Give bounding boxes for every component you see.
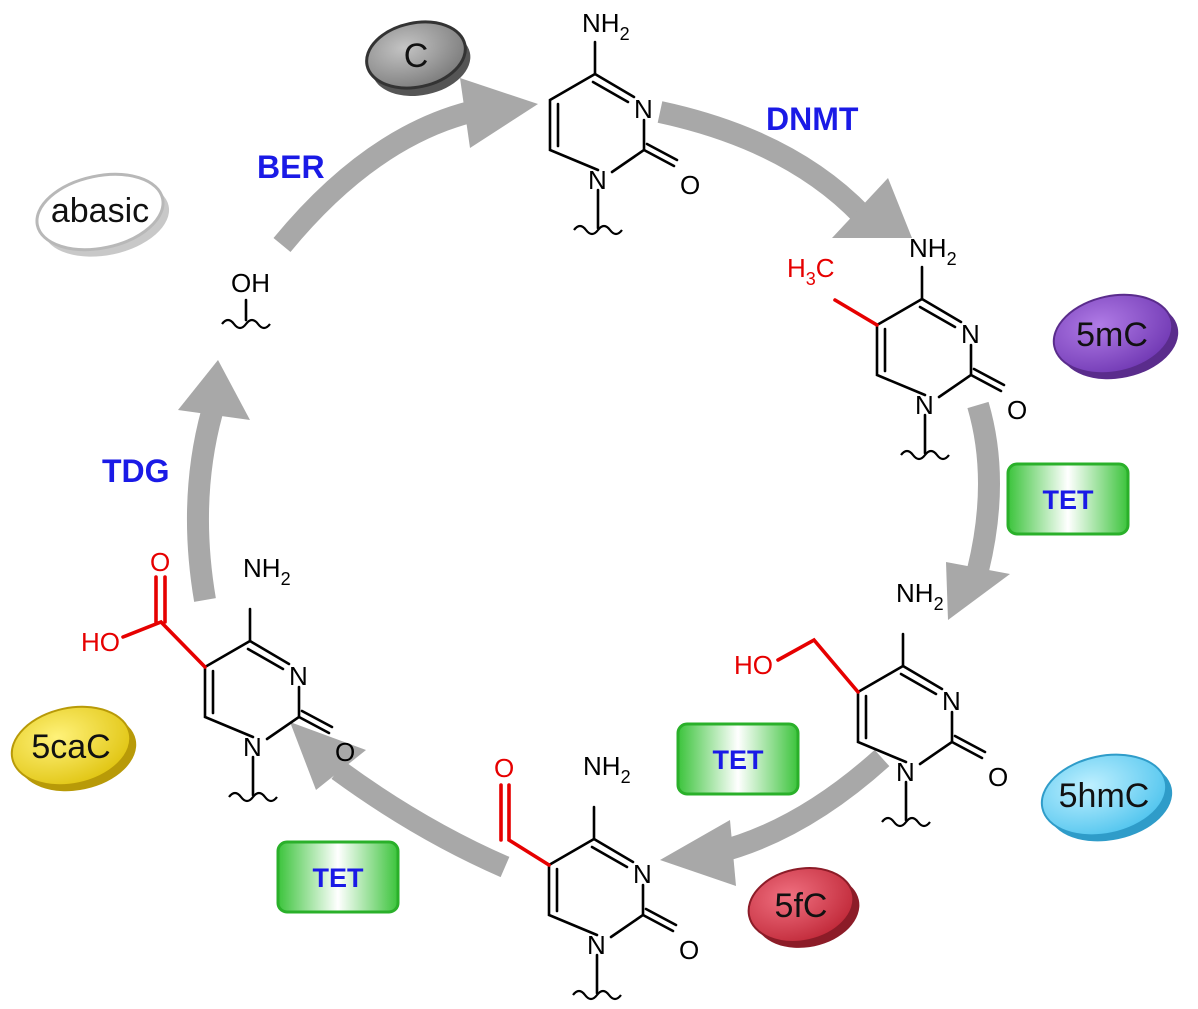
atom-label: H bbox=[787, 253, 806, 283]
atom-subscript: 2 bbox=[621, 767, 631, 787]
atom-label: NH bbox=[896, 578, 934, 608]
atom-label: O bbox=[679, 935, 699, 965]
structure-5cac: N N O NH2 HO O bbox=[81, 547, 355, 803]
tet-label: TET bbox=[313, 863, 365, 893]
svg-text:H3C: H3C bbox=[787, 253, 835, 289]
pill-label-5mc: 5mC bbox=[1076, 316, 1148, 354]
atom-label: NH bbox=[583, 751, 621, 781]
tet-label: TET bbox=[1043, 485, 1095, 515]
atom-label: O bbox=[988, 762, 1008, 792]
pill-5cac: 5caC bbox=[10, 705, 137, 792]
atom-subscript: 2 bbox=[934, 594, 944, 614]
atom-label: O bbox=[335, 737, 355, 767]
tet-box-5fc-to-5cac: TET bbox=[276, 840, 400, 914]
atom-label: NH bbox=[243, 553, 281, 583]
pill-abasic: abasic bbox=[35, 172, 170, 257]
arrow-ber-to-c bbox=[273, 78, 538, 252]
enzyme-label-dnmt: DNMT bbox=[766, 101, 859, 137]
atom-subscript: 3 bbox=[806, 269, 816, 289]
atom-label: N bbox=[243, 732, 262, 762]
structure-5mc: N N O NH2 H3C bbox=[787, 233, 1027, 461]
atom-label: O bbox=[680, 170, 700, 200]
enzyme-label-tdg: TDG bbox=[102, 453, 170, 489]
atom-subscript: 2 bbox=[620, 24, 630, 44]
atom-label: O bbox=[150, 547, 170, 577]
atom-label: N bbox=[588, 165, 607, 195]
arrow-tet-5hmc-to-5fc bbox=[660, 749, 890, 886]
atom-label: N bbox=[587, 930, 606, 960]
structure-abasic-site: OH bbox=[221, 268, 271, 330]
atom-label: N bbox=[961, 319, 980, 349]
svg-text:NH2: NH2 bbox=[583, 751, 631, 787]
svg-text:NH2: NH2 bbox=[582, 8, 630, 44]
tet-box-5mc-to-5hmc: TET bbox=[1006, 462, 1130, 536]
arrow-dnmt bbox=[657, 101, 912, 238]
structure-5fc: N N O NH2 O bbox=[494, 751, 699, 1001]
pill-label-abasic: abasic bbox=[51, 192, 149, 230]
enzyme-label-ber: BER bbox=[257, 149, 325, 185]
svg-text:NH2: NH2 bbox=[909, 233, 957, 269]
pill-5hmc: 5hmC bbox=[1040, 753, 1173, 842]
atom-label: N bbox=[942, 686, 961, 716]
atom-label: N bbox=[633, 859, 652, 889]
arrow-tet-5fc-to-5cac bbox=[290, 722, 510, 878]
arrow-tdg bbox=[178, 360, 250, 602]
atom-subscript: 2 bbox=[281, 569, 291, 589]
atom-label: N bbox=[896, 757, 915, 787]
pill-label-5fc: 5fC bbox=[775, 887, 828, 925]
pill-label-5cac: 5caC bbox=[31, 728, 110, 766]
structure-5hmc: N N O NH2 HO bbox=[734, 578, 1008, 828]
atom-label: O bbox=[494, 753, 514, 783]
atom-label: O bbox=[1007, 395, 1027, 425]
atom-label: HO bbox=[81, 627, 120, 657]
atom-label: C bbox=[816, 253, 835, 283]
svg-text:NH2: NH2 bbox=[896, 578, 944, 614]
tet-box-5hmc-to-5fc: TET bbox=[676, 722, 800, 796]
pill-5mc: 5mC bbox=[1052, 293, 1179, 380]
atom-subscript: 2 bbox=[947, 249, 957, 269]
structure-cytosine: N N O NH2 bbox=[548, 8, 700, 236]
arrow-tet-5mc-to-5hmc bbox=[946, 401, 1010, 620]
pill-label-c: C bbox=[404, 37, 429, 75]
pill-label-5hmc: 5hmC bbox=[1059, 777, 1150, 815]
pill-c: C bbox=[365, 20, 471, 96]
atom-label: N bbox=[634, 94, 653, 124]
svg-text:NH2: NH2 bbox=[243, 553, 291, 589]
atom-label: HO bbox=[734, 650, 773, 680]
atom-label: N bbox=[289, 661, 308, 691]
atom-label: NH bbox=[582, 8, 620, 38]
atom-label: N bbox=[915, 390, 934, 420]
tet-label: TET bbox=[713, 745, 765, 775]
pill-5fc: 5fC bbox=[747, 867, 860, 948]
atom-label: OH bbox=[231, 268, 270, 298]
atom-label: NH bbox=[909, 233, 947, 263]
